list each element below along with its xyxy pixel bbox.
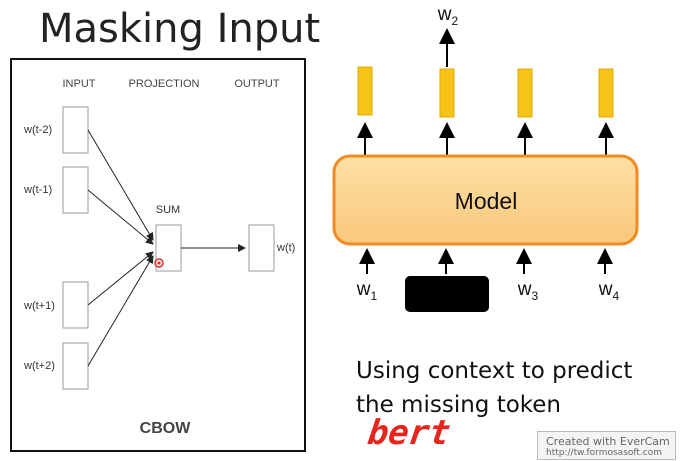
cbow-input-box xyxy=(62,166,89,214)
cbow-input-arrow xyxy=(87,129,154,241)
predicted-output-label: w2 xyxy=(437,4,459,28)
input-token-w4: w4 xyxy=(598,279,620,303)
cbow-diagram: INPUT PROJECTION OUTPUT w(t-2) w(t-1) w(… xyxy=(10,58,306,452)
caption-line: Using context to predict xyxy=(356,358,633,384)
cbow-header-input: INPUT xyxy=(63,78,96,90)
cbow-input-arrow xyxy=(87,251,154,306)
handwritten-note: bert xyxy=(365,413,453,453)
watermark-line: Created with EverCam xyxy=(546,435,670,448)
cbow-input-label: w(t-1) xyxy=(23,184,52,196)
slide-title: Masking Input xyxy=(39,6,321,52)
caption-line: the missing token xyxy=(356,392,562,418)
cbow-input-box xyxy=(62,342,89,390)
cbow-input-label: w(t+1) xyxy=(23,300,55,312)
cbow-name: CBOW xyxy=(140,420,192,437)
cbow-input-arrow xyxy=(87,255,154,367)
cbow-header-output: OUTPUT xyxy=(234,78,280,90)
cbow-input-label: w(t-2) xyxy=(23,124,52,136)
svg-text:w3: w3 xyxy=(517,279,539,303)
output-vector-bar xyxy=(357,66,373,116)
cbow-input-box xyxy=(62,281,89,329)
input-token-w3: w3 xyxy=(517,279,539,303)
svg-text:w4: w4 xyxy=(598,279,620,303)
watermark-url: http://tw.formosasoft.com xyxy=(546,448,663,458)
caption: Using context to predict the missing tok… xyxy=(356,354,632,422)
cbow-input-box xyxy=(62,106,89,154)
cbow-input-label: w(t+2) xyxy=(23,360,55,372)
input-token-w1: w1 xyxy=(356,279,378,303)
watermark: Created with EverCam http://tw.formosaso… xyxy=(537,431,676,460)
cbow-header-projection: PROJECTION xyxy=(129,78,200,90)
cursor-indicator xyxy=(154,258,164,268)
output-vector-bar xyxy=(598,68,614,118)
model-label: Model xyxy=(455,188,518,214)
cbow-sum-label: SUM xyxy=(156,204,180,216)
cbow-output-box xyxy=(248,224,275,272)
svg-text:w2: w2 xyxy=(437,4,459,28)
output-vector-bar xyxy=(439,68,455,118)
cbow-input-arrow xyxy=(87,189,154,245)
cursor-indicator-dot xyxy=(157,261,161,265)
model-box xyxy=(332,154,639,246)
output-vector-bar xyxy=(517,68,533,118)
masked-token xyxy=(405,276,489,312)
svg-text:w1: w1 xyxy=(356,279,378,303)
cbow-output-label: w(t) xyxy=(276,242,295,254)
